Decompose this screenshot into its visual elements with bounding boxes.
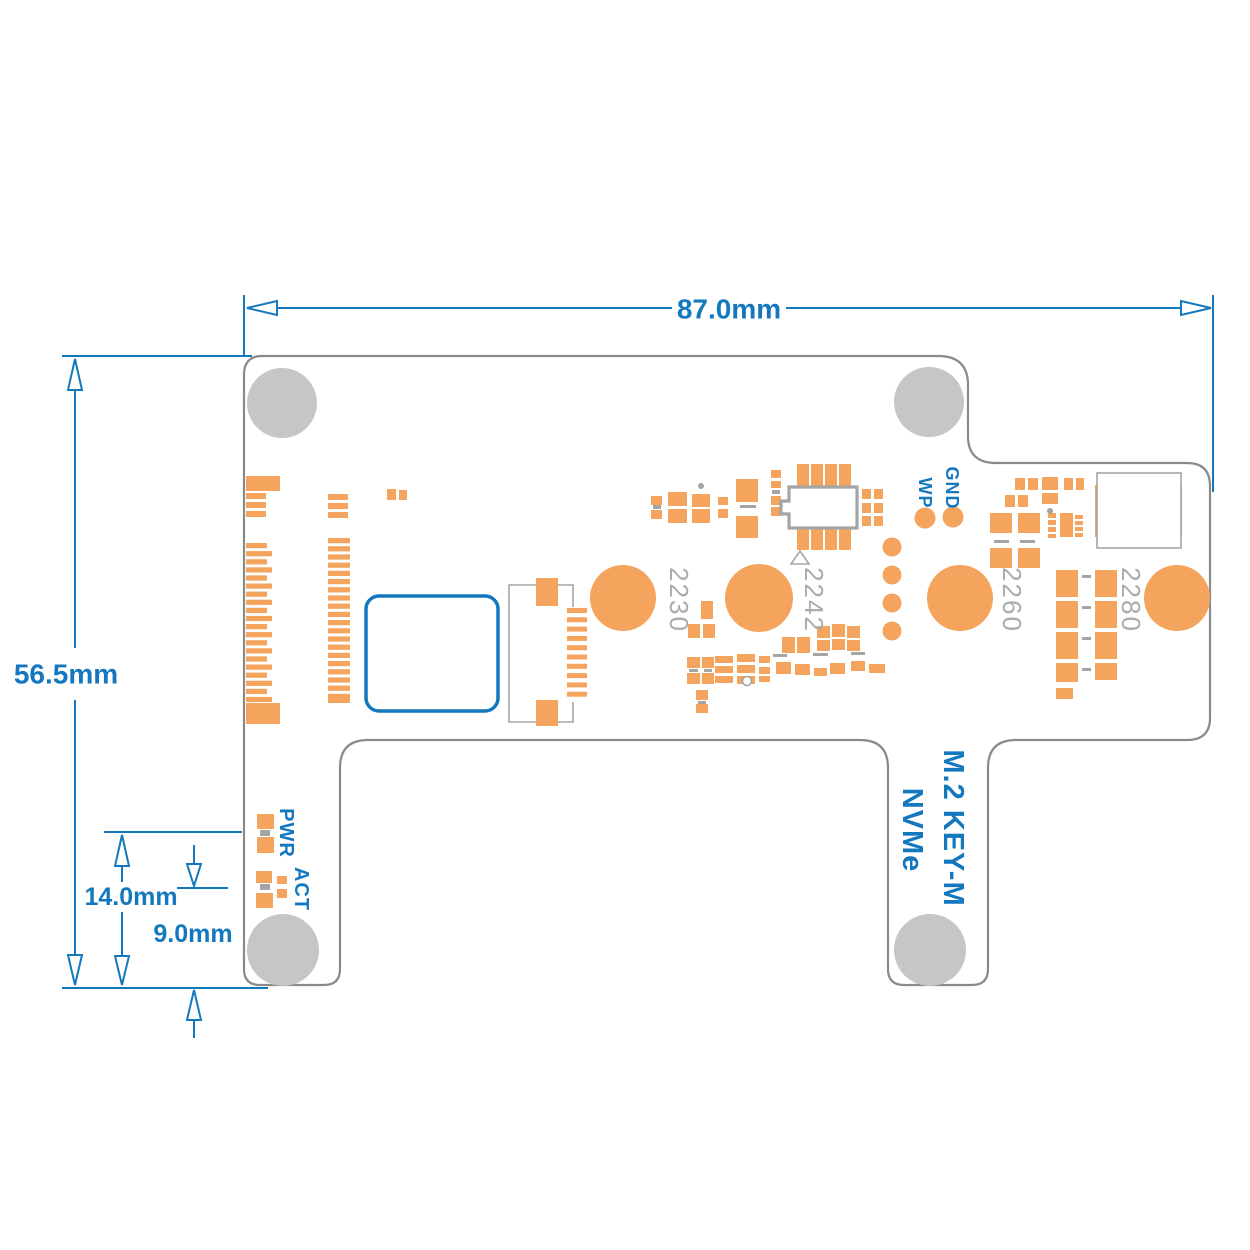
dim-height-label: 56.5mm xyxy=(14,659,118,690)
fiducial-circle xyxy=(741,675,753,687)
arrow-right-icon xyxy=(1180,299,1212,317)
dimension-act-9mm: 9.0mm xyxy=(153,845,233,1038)
standoff-2280 xyxy=(1144,565,1210,631)
right-pad-columns xyxy=(1056,570,1117,699)
mounting-hole-bottom-right xyxy=(894,914,966,986)
ffc-connector-right xyxy=(328,494,350,703)
dimension-width-87mm: 87.0mm xyxy=(243,294,1214,492)
dimension-height-56mm: 56.5mm xyxy=(14,355,268,989)
standoff-label-2230: 2230 xyxy=(664,567,694,633)
arrow-up-icon xyxy=(113,834,131,867)
standoff-label-2260: 2260 xyxy=(997,567,1027,633)
pwr-label: PWR xyxy=(275,808,297,858)
standoff-2230 xyxy=(590,565,656,631)
crystal-outline xyxy=(1096,472,1182,549)
arrow-down-icon xyxy=(185,863,203,890)
wp-label: WP xyxy=(915,478,935,509)
m2-key-label: M.2 KEY-M xyxy=(937,749,969,906)
arrow-down-icon xyxy=(113,955,131,986)
gnd-label: GND xyxy=(942,467,962,510)
m2-socket-pads xyxy=(536,578,587,726)
pwr-act-leds xyxy=(256,814,287,908)
dimension-pwr-14mm: 14.0mm xyxy=(84,831,242,986)
arrow-left-icon xyxy=(246,299,278,317)
mounting-hole-bottom-left xyxy=(247,914,319,986)
standoff-2260 xyxy=(927,565,993,631)
gnd-testpoint xyxy=(942,506,964,528)
dim-width-label: 87.0mm xyxy=(677,294,781,325)
component-outlines xyxy=(260,472,1182,890)
via-circles xyxy=(882,537,902,641)
arrow-up-icon xyxy=(66,358,84,391)
ic-side-pads xyxy=(862,489,883,526)
silkscreen-labels: GND WP PWR ACT M.2 KEY-M NVMe 2230 2242 … xyxy=(275,467,1146,912)
dim-pwr-label: 14.0mm xyxy=(84,883,177,911)
arrow-down-icon xyxy=(66,954,84,986)
standoff-label-2280: 2280 xyxy=(1116,567,1146,633)
act-label: ACT xyxy=(290,867,312,911)
nvme-label: NVMe xyxy=(896,788,928,873)
mounting-hole-top-right xyxy=(894,367,964,437)
arrow-up-icon xyxy=(185,989,203,1021)
pin1-triangle-marker xyxy=(789,549,811,565)
standoff-label-2242: 2242 xyxy=(799,567,829,633)
mounting-holes xyxy=(247,367,966,986)
ic-outline xyxy=(779,485,859,530)
ic-pins xyxy=(797,464,851,550)
small-pad-pair xyxy=(387,489,407,500)
ffc-connector-left xyxy=(246,476,280,724)
dim-act-label: 9.0mm xyxy=(153,920,232,948)
blue-connector-outline xyxy=(364,594,500,713)
m2-connector-outline xyxy=(508,584,574,723)
mid-smd-cluster xyxy=(651,470,781,538)
wp-testpoint xyxy=(914,507,936,529)
mounting-hole-top-left xyxy=(247,368,317,438)
standoff-2242 xyxy=(725,564,793,632)
